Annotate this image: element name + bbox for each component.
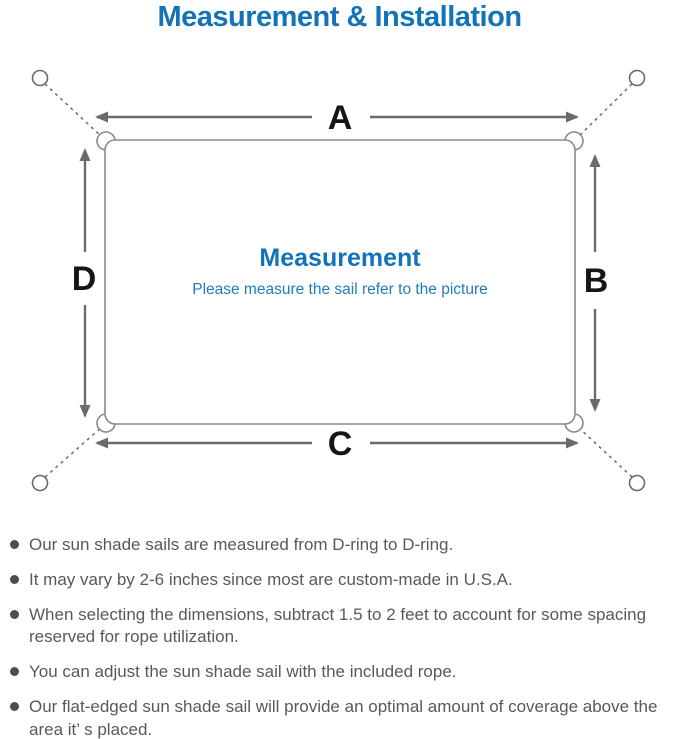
list-item-text: It may vary by 2-6 inches since most are… xyxy=(29,570,513,590)
sail-rectangle xyxy=(104,139,576,425)
dimension-arrows xyxy=(79,111,601,449)
list-item: You can adjust the sun shade sail with t… xyxy=(10,661,666,683)
bullet-dot-icon xyxy=(10,575,19,585)
list-item-text: When selecting the dimensions, subtract … xyxy=(29,605,647,647)
measurement-heading: Measurement xyxy=(259,244,421,272)
list-item: Our sun shade sails are measured from D-… xyxy=(10,534,666,556)
list-item-text: Our flat-edged sun shade sail will provi… xyxy=(29,697,658,739)
list-item: When selecting the dimensions, subtract … xyxy=(10,604,666,648)
bullet-dot-icon xyxy=(10,702,19,712)
dimension-label-a: A xyxy=(327,99,353,137)
list-item-text: Our sun shade sails are measured from D-… xyxy=(29,535,454,554)
bullet-dot-icon xyxy=(10,667,19,677)
dimension-label-c: C xyxy=(327,425,353,463)
sail-diagram-svg xyxy=(31,69,646,492)
dimension-label-b: B xyxy=(583,262,609,300)
bullet-dot-icon xyxy=(10,540,19,549)
anchor-ring-icons xyxy=(31,69,646,492)
bullet-dot-icon xyxy=(10,610,19,620)
notes-list: Our sun shade sails are measured from D-… xyxy=(10,534,666,739)
list-item: It may vary by 2-6 inches since most are… xyxy=(10,569,666,591)
tether-dashed-lines xyxy=(44,83,633,478)
list-item-text: You can adjust the sun shade sail with t… xyxy=(29,662,457,682)
center-text-block: Measurement Please measure the sail refe… xyxy=(105,244,575,299)
dimension-label-d: D xyxy=(71,260,97,298)
page-title: Measurement & Installation xyxy=(157,1,522,33)
list-item: Our flat-edged sun shade sail will provi… xyxy=(10,696,666,739)
measurement-diagram: A B C D Measurement Please measure the s… xyxy=(31,69,646,492)
measurement-subtitle: Please measure the sail refer to the pic… xyxy=(192,281,488,298)
